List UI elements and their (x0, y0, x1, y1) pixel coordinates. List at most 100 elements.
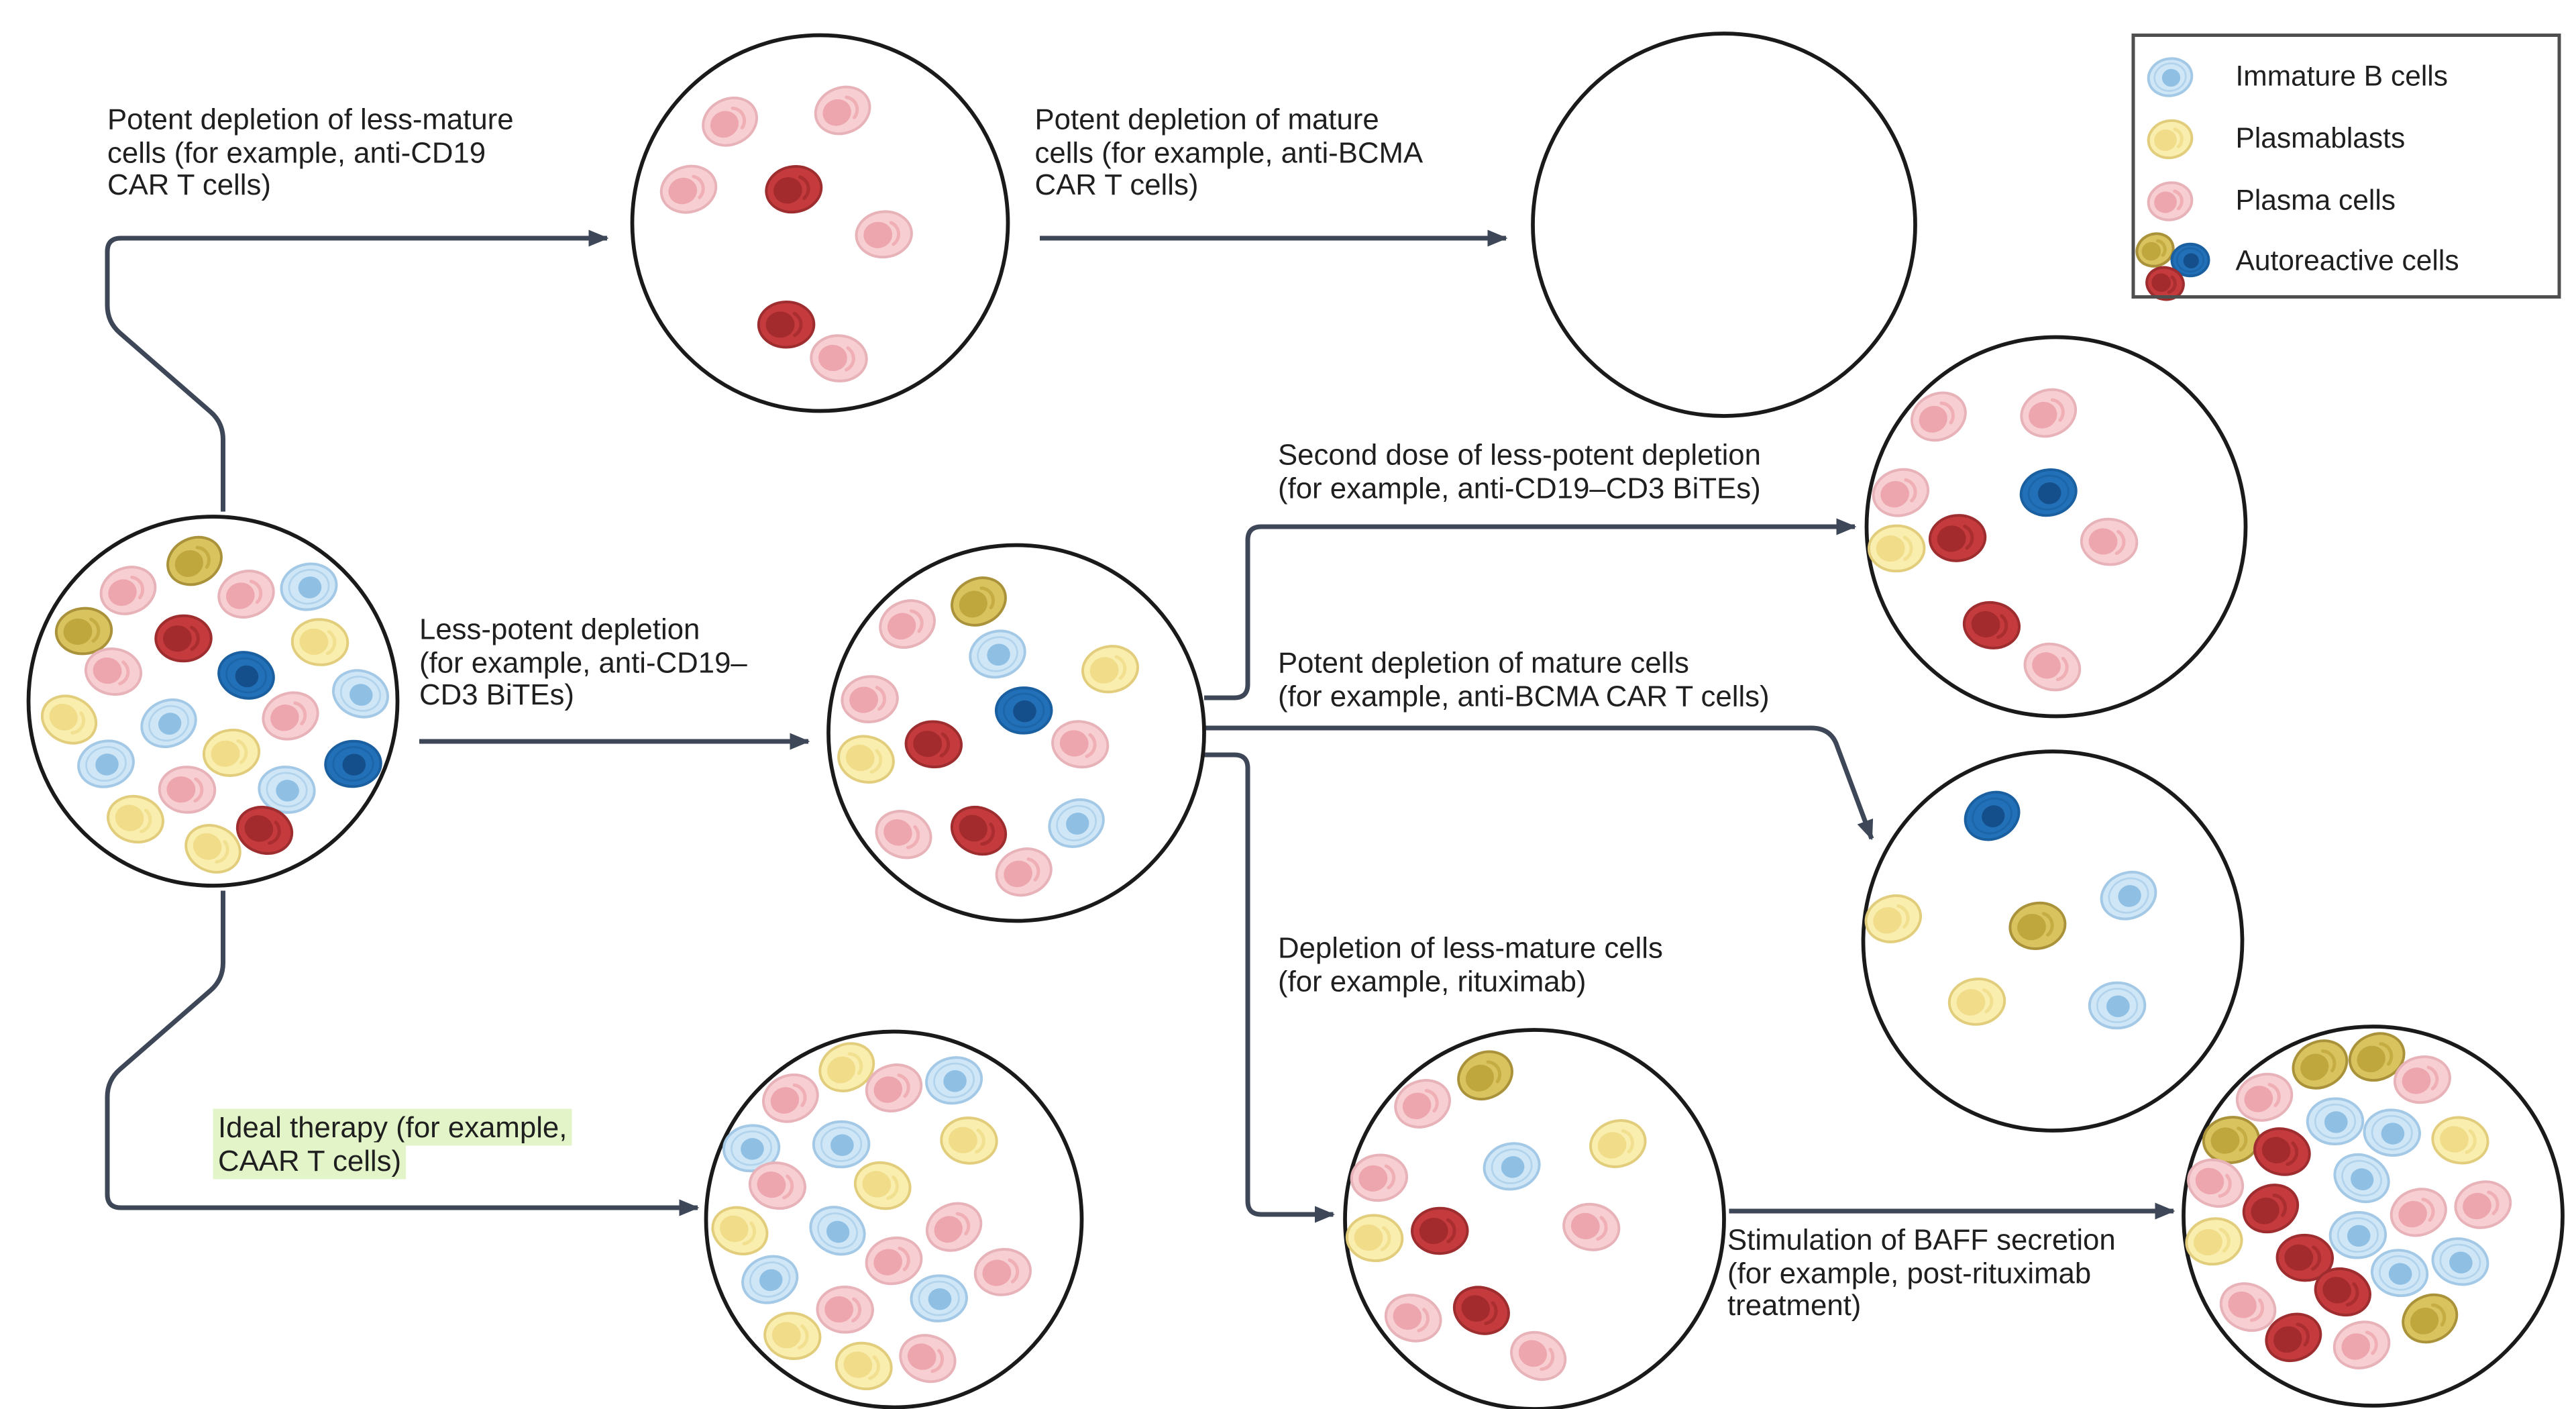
cell-plasma-icon (2393, 1055, 2451, 1104)
cell-immature-icon (2100, 870, 2157, 921)
arrow-rituximab (1204, 752, 1335, 1223)
cell-plasmablast-icon (40, 694, 98, 745)
cell-immature-icon (2088, 981, 2147, 1030)
cell-auto-plasma-icon (1962, 601, 2021, 649)
cell-plasma-icon (865, 1063, 923, 1112)
cell-plasma-icon (762, 1073, 819, 1123)
cell-auto-plasma-icon (235, 806, 294, 855)
cell-plasma-icon (2023, 642, 2082, 692)
cell-plasma-icon (2020, 388, 2078, 438)
ideal-therapy-highlight: Ideal therapy (for example, CAAR T cells… (213, 1108, 572, 1179)
cell-auto-plasma-icon (2242, 1184, 2300, 1234)
cell-immature-icon (1483, 1142, 1541, 1191)
cell-auto-plasmablast-icon (951, 576, 1007, 627)
cell-auto-immature-icon (1964, 790, 2021, 841)
cell-plasmablast-icon (853, 1161, 912, 1210)
cell-plasma-icon (810, 334, 868, 382)
cell-immature-icon (2333, 1153, 2390, 1204)
population-circle-baff-result (2182, 1025, 2565, 1408)
cell-plasmablast-icon (940, 1116, 998, 1165)
cell-plasmablast-icon (711, 1206, 769, 1255)
cell-auto-plasma-icon (765, 165, 823, 214)
cell-plasma-icon (875, 810, 932, 859)
cell-auto-plasma-icon (2275, 1233, 2334, 1282)
cell-immature-icon (331, 669, 390, 719)
cell-plasma-icon (1510, 1330, 1567, 1381)
cell-auto-plasma-icon (950, 805, 1008, 856)
cell-plasma-icon (899, 1334, 957, 1384)
cell-immature-icon (77, 739, 135, 788)
cell-plasma-icon (879, 599, 936, 649)
cell-immature-icon (280, 562, 338, 611)
cell-plasma-icon (2187, 1158, 2245, 1208)
cell-immature-icon (812, 1120, 871, 1169)
cell-plasmablast-icon (837, 735, 895, 784)
cell-immature-icon (2431, 1237, 2489, 1286)
cell-plasmablast-icon (107, 794, 164, 844)
cell-auto-plasma-icon (2145, 266, 2185, 301)
legend-label-autoreactive-cells: Autoreactive cells (2235, 245, 2459, 277)
cell-plasma-icon (84, 647, 143, 696)
cell-plasma-icon (1910, 391, 1967, 442)
cell-plasma-icon (925, 1202, 983, 1252)
population-circle-ideal-result (704, 1029, 1084, 1409)
arrow-second-dose (1204, 518, 1857, 700)
legend (2131, 34, 2561, 299)
cell-auto-plasmablast-icon (2402, 1293, 2459, 1344)
cell-plasma-icon (262, 691, 319, 741)
cell-plasma-icon (659, 164, 718, 214)
label-depletion-less-mature: Depletion of less-mature cells (for exam… (1278, 931, 1663, 998)
label-potent-depletion-less-mature: Potent depletion of less-mature cells (f… (107, 102, 514, 201)
cell-plasmablast-icon (2185, 1217, 2243, 1266)
cell-auto-plasmablast-icon (2202, 1116, 2261, 1164)
cell-plasmablast-icon (1864, 894, 1923, 943)
cell-plasma-icon (855, 210, 913, 259)
cell-auto-immature-icon (324, 739, 382, 788)
cell-plasmablast-icon (1947, 978, 2006, 1026)
cell-immature-icon (258, 766, 316, 814)
cell-immature-icon (1048, 798, 1105, 848)
cell-plasma-icon (2147, 181, 2194, 221)
cell-plasma-icon (1350, 1153, 1409, 1202)
cell-auto-immature-icon (994, 686, 1053, 735)
cell-auto-plasma-icon (1452, 1286, 1510, 1335)
cell-immature-icon (140, 698, 197, 748)
legend-label-plasma-cells: Plasma cells (2235, 185, 2396, 217)
cell-auto-plasma-icon (2314, 1267, 2371, 1316)
cell-plasmablast-icon (184, 824, 241, 874)
arrow-ideal-therapy (105, 890, 700, 1216)
arrow-potent-less-mature (105, 229, 609, 512)
cell-plasmablast-icon (290, 618, 350, 666)
population-circle-second-dose-result (1864, 335, 2248, 719)
cell-plasmablast-icon (1867, 524, 1926, 573)
cell-plasmablast-icon (763, 1312, 822, 1360)
cell-plasmablast-icon (202, 729, 261, 777)
cell-immature-icon (741, 1255, 799, 1304)
cell-plasma-icon (995, 847, 1053, 897)
cell-plasma-icon (816, 1286, 874, 1334)
cell-immature-icon (2147, 57, 2194, 97)
label-second-dose-depletion: Second dose of less-potent depletion (fo… (1278, 437, 1761, 505)
cell-plasma-icon (2235, 1072, 2294, 1122)
cell-plasmablast-icon (1589, 1119, 1647, 1168)
label-ideal-therapy: Ideal therapy (for example, CAAR T cells… (213, 1108, 572, 1179)
legend-label-plasmablasts: Plasmablasts (2235, 122, 2406, 155)
cell-plasmablast-icon (1345, 1214, 1404, 1263)
cell-auto-plasmablast-icon (54, 607, 113, 656)
population-circle-less-potent-result (826, 543, 1206, 923)
cell-plasma-icon (841, 675, 899, 723)
cell-plasma-icon (2219, 1282, 2277, 1332)
cell-auto-immature-icon (217, 651, 275, 700)
arrow-potent-mature-right (1204, 725, 1874, 841)
cell-auto-plasma-icon (904, 720, 963, 769)
cell-auto-immature-icon (2019, 468, 2078, 517)
label-potent-depletion-mature-right: Potent depletion of mature cells (for ex… (1278, 645, 1770, 713)
cell-auto-plasmablast-icon (166, 535, 223, 586)
cell-plasma-icon (2080, 517, 2139, 566)
cell-auto-plasma-icon (757, 300, 816, 349)
cell-plasma-icon (158, 766, 217, 814)
cell-auto-plasmablast-icon (2292, 1039, 2349, 1090)
cell-plasmablast-icon (1081, 645, 1140, 694)
